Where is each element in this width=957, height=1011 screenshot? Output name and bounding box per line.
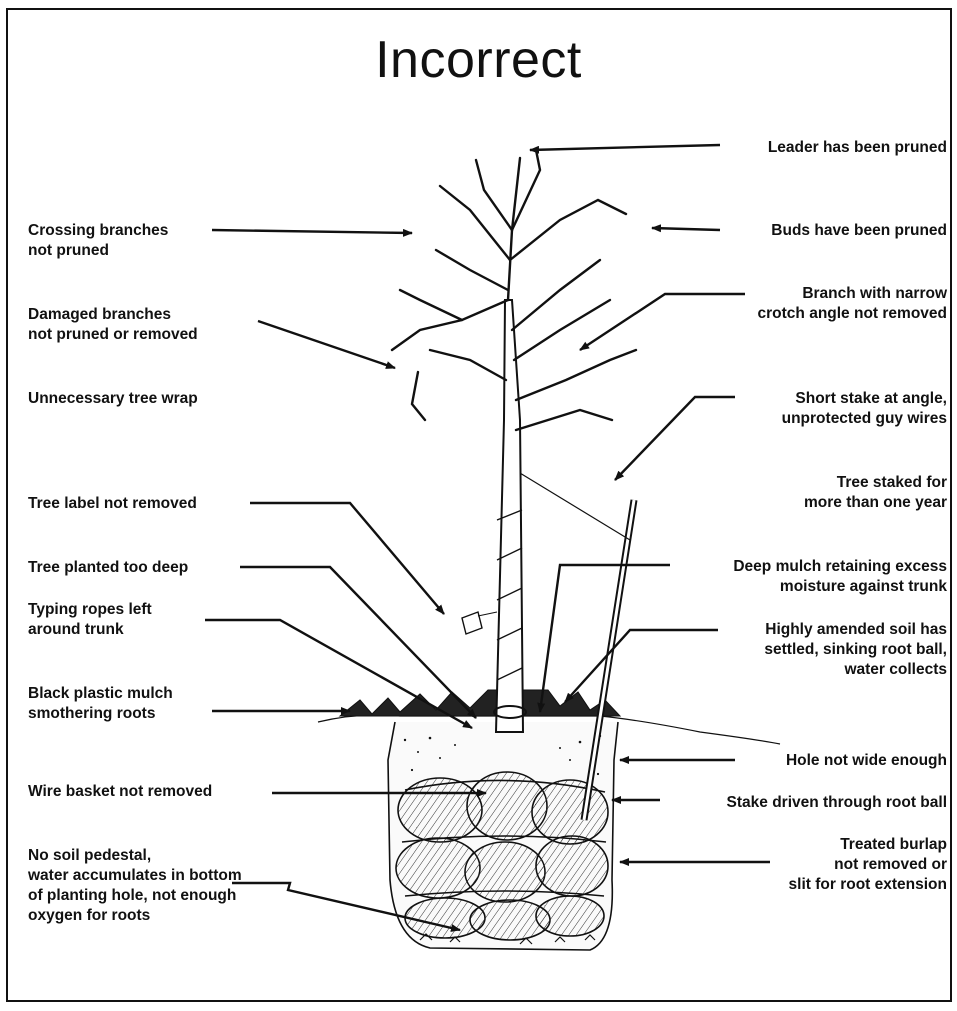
arrow-damaged <box>258 321 395 368</box>
arrow-tree-label <box>250 503 444 614</box>
arrow-planted-deep <box>240 567 476 718</box>
arrow-amended-soil <box>565 630 718 702</box>
tree-trunk <box>496 300 523 732</box>
guy-wire <box>515 470 630 540</box>
arrow-crossing <box>212 230 412 233</box>
arrow-leader <box>530 145 720 150</box>
root-ball <box>396 772 608 940</box>
arrow-buds <box>652 228 720 230</box>
mulch <box>340 690 620 716</box>
arrow-short-stake <box>615 397 735 480</box>
